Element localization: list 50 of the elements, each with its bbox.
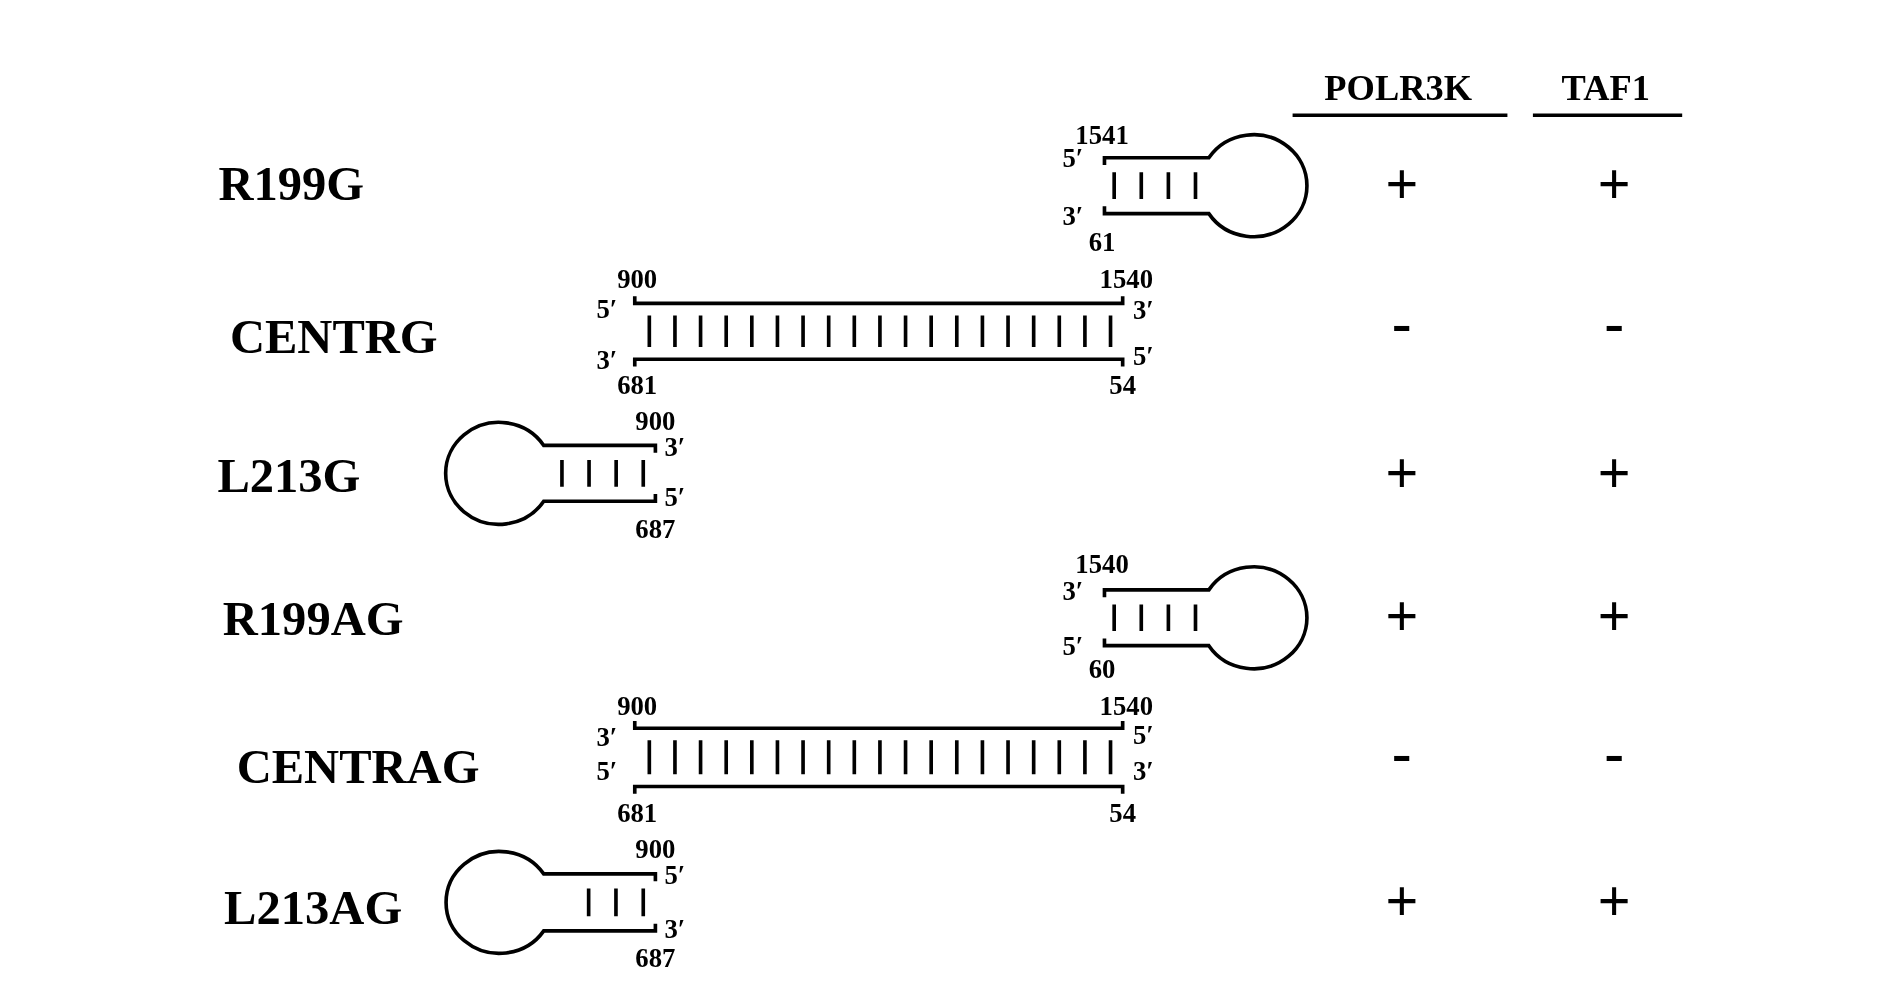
result-sign: + xyxy=(1597,155,1631,214)
construct-name: CENTRAG xyxy=(236,742,480,792)
nucleotide-position: 900 xyxy=(617,265,658,293)
nucleotide-position: 1540 xyxy=(1075,551,1129,578)
construct-name: R199G xyxy=(218,160,365,209)
result-sign: + xyxy=(1597,587,1631,646)
strand-end-label: 3′ xyxy=(664,434,686,462)
construct-name: L213G xyxy=(217,451,361,501)
construct-name: CENTRG xyxy=(229,313,438,362)
strand-end-label: 3′ xyxy=(596,347,618,374)
strand-end-label: 3′ xyxy=(1132,758,1154,786)
nucleotide-position: 681 xyxy=(617,372,658,400)
construct-name: L213AG xyxy=(224,883,403,933)
strand-end-label: 5′ xyxy=(596,758,618,786)
nucleotide-position: 681 xyxy=(617,799,658,827)
nucleotide-position: 54 xyxy=(1109,799,1136,827)
nucleotide-position: 900 xyxy=(635,836,676,863)
strand-end-label: 5′ xyxy=(1132,343,1154,371)
column-header: POLR3K xyxy=(1324,69,1472,106)
strand-end-label: 3′ xyxy=(1062,577,1084,605)
result-sign: - xyxy=(1604,293,1624,352)
strand-end-label: 3′ xyxy=(664,916,686,944)
nucleotide-position: 54 xyxy=(1109,372,1136,400)
result-sign: + xyxy=(1597,444,1631,503)
strand-end-label: 5′ xyxy=(664,484,686,511)
result-sign: - xyxy=(1392,723,1412,782)
strand-end-label: 5′ xyxy=(1132,722,1154,749)
strand-end-label: 3′ xyxy=(1062,202,1084,230)
result-sign: + xyxy=(1385,872,1419,931)
result-sign: - xyxy=(1392,293,1412,352)
nucleotide-position: 60 xyxy=(1088,656,1116,684)
result-sign: + xyxy=(1385,444,1419,503)
construct-name: R199AG xyxy=(222,594,404,644)
strand-end-label: 3′ xyxy=(1132,297,1154,325)
column-header: TAF1 xyxy=(1561,69,1650,106)
strand-end-label: 5′ xyxy=(596,296,618,323)
nucleotide-position: 900 xyxy=(635,407,676,435)
nucleotide-position: 1540 xyxy=(1099,265,1153,293)
strand-end-label: 3′ xyxy=(596,724,618,752)
strand-end-label: 5′ xyxy=(1062,633,1084,661)
strand-end-label: 5′ xyxy=(664,861,686,889)
result-sign: + xyxy=(1385,155,1419,214)
result-sign: - xyxy=(1604,723,1624,782)
nucleotide-position: 1540 xyxy=(1099,693,1153,720)
result-sign: + xyxy=(1597,872,1631,931)
result-sign: + xyxy=(1385,587,1419,646)
nucleotide-position: 687 xyxy=(635,945,676,973)
nucleotide-position: 61 xyxy=(1088,229,1116,257)
nucleotide-position: 900 xyxy=(617,693,658,720)
nucleotide-position: 687 xyxy=(635,515,676,543)
